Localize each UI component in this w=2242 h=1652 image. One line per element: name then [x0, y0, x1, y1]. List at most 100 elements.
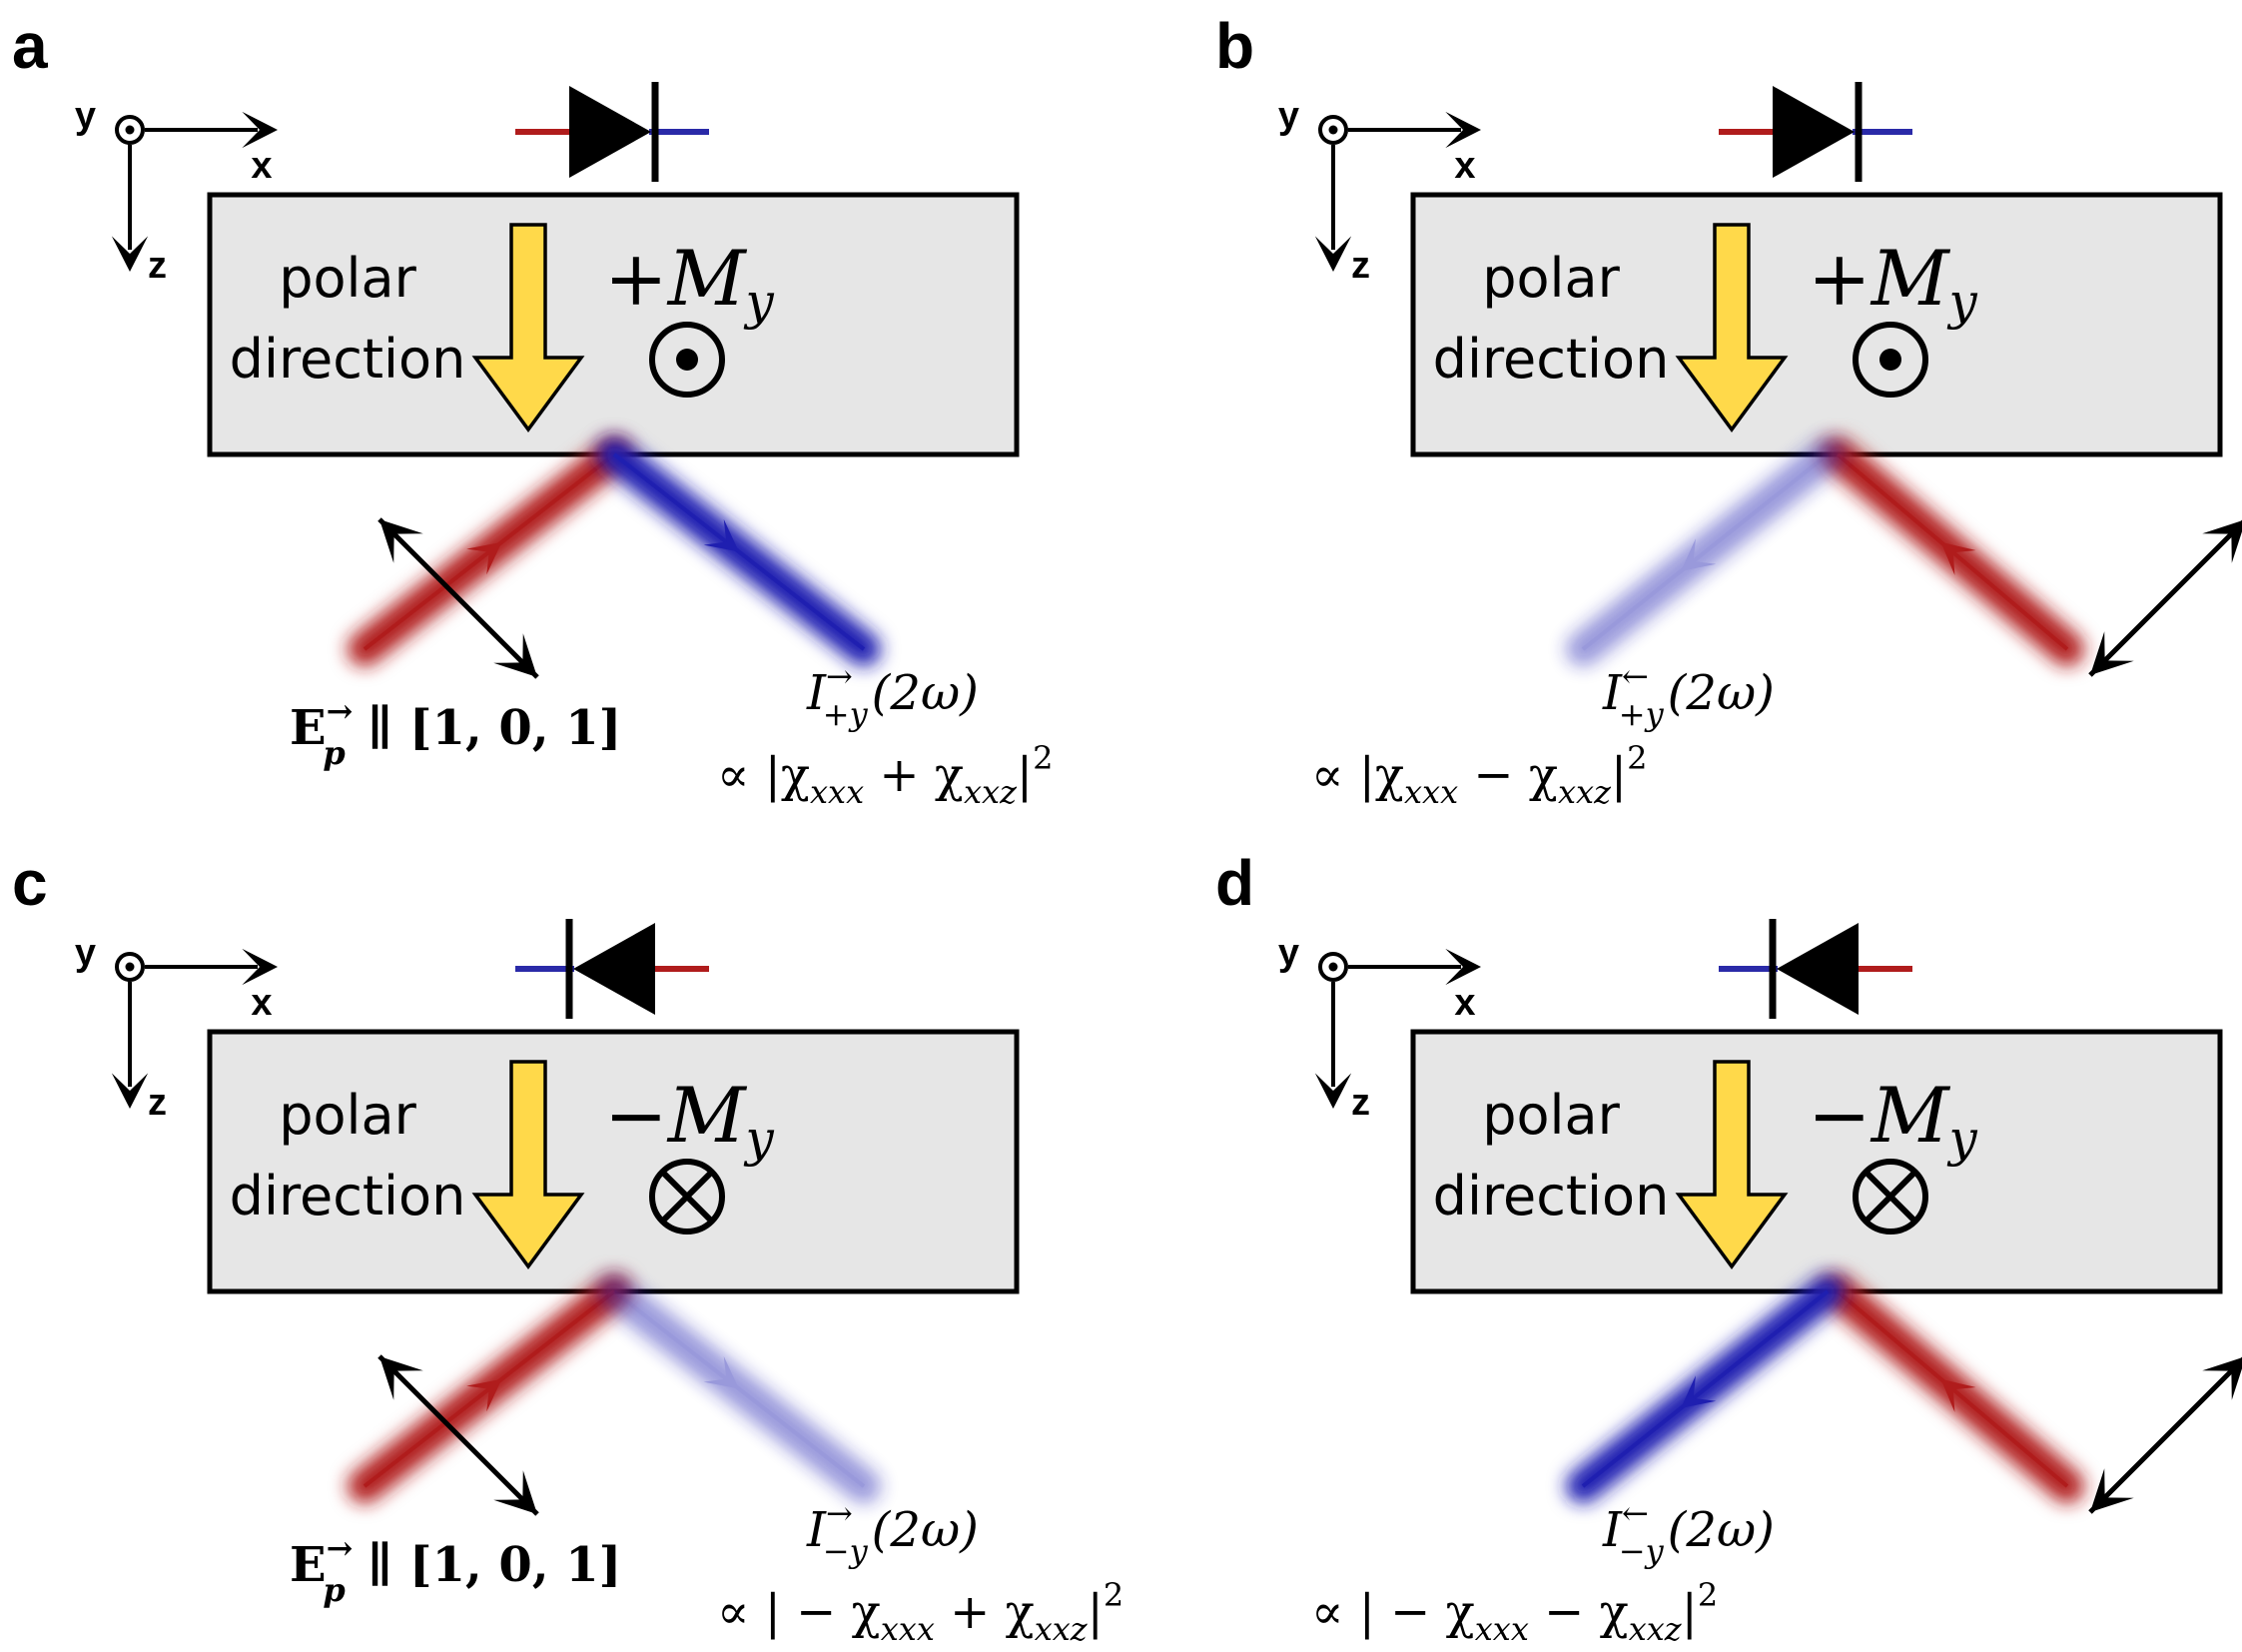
dot-in-circle-icon — [1853, 322, 1928, 398]
diode-icon — [515, 919, 709, 1019]
incident-beam-arrowhead — [1940, 541, 1976, 575]
magnetization-label: +My — [1808, 234, 1978, 331]
incident-beam — [1821, 1274, 2084, 1503]
intensity-label: I→−y(2ω) — [806, 1494, 979, 1570]
incident-beam — [348, 1274, 631, 1503]
field-label: E→p∥ [1, 0, 1] — [290, 1529, 621, 1609]
polar-direction-arrow — [1675, 1060, 1789, 1269]
polar-direction-arrow — [471, 223, 585, 432]
dot-in-circle-icon — [649, 322, 725, 398]
axis-label-x: x — [251, 145, 272, 187]
z-axis-arrowhead — [1314, 1073, 1352, 1109]
axes-indicator: y x z — [1278, 932, 1481, 1124]
polar-label-line1: polar — [1482, 247, 1620, 310]
polarization-arrow — [2088, 1356, 2242, 1514]
proportionality-label: ∝ | − χxxx + χxxz|2 — [717, 1576, 1123, 1648]
axis-label-z: z — [148, 1082, 167, 1124]
sh-beam-arrowhead — [703, 518, 739, 552]
proportionality-label: ∝ | − χxxx − χxxz|2 — [1311, 1576, 1718, 1648]
polar-label-line2: direction — [1433, 1165, 1670, 1228]
intensity-label: I←+y(2ω) — [1602, 657, 1775, 733]
axes-indicator: y x z — [75, 95, 278, 287]
polarization-arrowhead-end — [2090, 631, 2134, 675]
sh-beam-arrowhead — [1681, 538, 1717, 571]
polarization-arrow — [377, 1354, 539, 1516]
sample-box — [1410, 192, 2223, 457]
panel-label: d — [1215, 847, 1254, 919]
axis-label-y: y — [75, 95, 96, 137]
polar-label-line1: polar — [1482, 1084, 1620, 1147]
polar-label-line2: direction — [1433, 328, 1670, 391]
polar-label-line2: direction — [230, 328, 466, 391]
diode-icon — [1719, 82, 1912, 182]
intensity-label: I←−y(2ω) — [1602, 1494, 1775, 1570]
axes-indicator: y x z — [75, 932, 278, 1124]
z-axis-arrowhead — [1314, 236, 1352, 272]
polar-label-line2: direction — [230, 1165, 466, 1228]
polarization-arrowhead-end — [493, 633, 537, 677]
x-axis-arrowhead — [1445, 948, 1481, 986]
sh-beam — [1566, 1274, 1845, 1503]
polarization-arrowhead-start — [379, 519, 423, 563]
axes-indicator: y x z — [1278, 95, 1481, 287]
panel-c: cy x z polar direction −MyE→p∥ [1, 0, 1] I→−y(… — [12, 847, 1123, 1648]
polarization-arrow — [377, 517, 539, 679]
axis-label-x: x — [1454, 145, 1475, 187]
y-axis-dot — [125, 962, 135, 972]
axis-label-z: z — [1351, 1082, 1370, 1124]
diode-triangle — [1777, 923, 1859, 1015]
polar-label-line1: polar — [279, 1084, 416, 1147]
polarization-arrowhead-start — [2202, 1357, 2242, 1400]
y-axis-dot — [1328, 125, 1338, 135]
proportionality-label: ∝ |χxxx − χxxz|2 — [1311, 739, 1647, 811]
sh-beam — [597, 1274, 881, 1503]
magnetization-label: −My — [604, 1071, 775, 1168]
polarization-arrowhead-end — [2090, 1468, 2134, 1512]
axis-label-x: x — [251, 982, 272, 1024]
axis-label-x: x — [1454, 982, 1475, 1024]
axis-label-z: z — [148, 245, 167, 287]
diode-triangle — [569, 86, 651, 178]
sample-box — [207, 192, 1020, 457]
magnetization-label: −My — [1808, 1071, 1978, 1168]
diode-triangle — [573, 923, 655, 1015]
cross-in-circle-icon — [649, 1159, 725, 1235]
incident-beam — [348, 437, 631, 666]
diode-triangle — [1773, 86, 1855, 178]
incident-beam-arrowhead — [1940, 1378, 1976, 1412]
magnetization-label: +My — [604, 234, 775, 331]
panel-a: ay x z polar direction +MyE→p∥ [1, 0, 1] I→+y(… — [12, 10, 1053, 811]
diode-icon — [515, 82, 709, 182]
sample-box — [207, 1029, 1020, 1294]
panel-label: a — [12, 10, 48, 82]
polarization-arrow — [2088, 519, 2242, 677]
field-label: E→p∥ [1, 0, 1] — [290, 692, 621, 772]
incident-beam-arrowhead — [466, 1378, 502, 1412]
polarization-arrowhead-end — [493, 1470, 537, 1514]
diode-icon — [1719, 919, 1912, 1019]
polar-direction-arrow — [471, 1060, 585, 1269]
panel-label: b — [1215, 10, 1254, 82]
sh-beam — [1566, 437, 1845, 666]
sh-beam-arrowhead — [703, 1355, 739, 1389]
z-axis-arrowhead — [111, 1073, 149, 1109]
proportionality-label: ∝ |χxxx + χxxz|2 — [717, 739, 1053, 811]
sh-beam-arrowhead — [1681, 1375, 1717, 1408]
polar-direction-arrow — [1675, 223, 1789, 432]
axis-label-y: y — [75, 932, 96, 974]
polar-label-line1: polar — [279, 247, 416, 310]
axis-label-y: y — [1278, 95, 1299, 137]
axis-label-y: y — [1278, 932, 1299, 974]
panel-label: c — [12, 847, 48, 919]
y-axis-dot — [1328, 962, 1338, 972]
cross-in-circle-icon — [1853, 1159, 1928, 1235]
y-axis-dot — [125, 125, 135, 135]
axis-label-z: z — [1351, 245, 1370, 287]
incident-beam — [1821, 437, 2084, 666]
polarization-arrowhead-start — [379, 1356, 423, 1400]
sh-beam — [597, 437, 881, 666]
intensity-label: I→+y(2ω) — [806, 657, 979, 733]
